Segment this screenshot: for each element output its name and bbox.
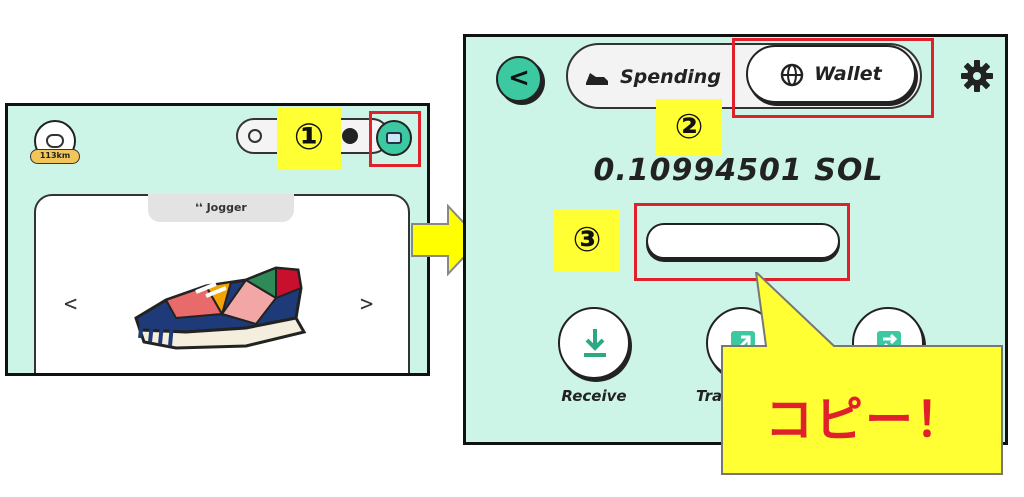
next-sneaker-button[interactable]: > [360, 292, 374, 317]
cat-face-icon [46, 134, 64, 148]
receive-label: Receive [561, 387, 627, 405]
back-button[interactable]: < [496, 56, 542, 102]
gear-icon[interactable] [960, 59, 994, 93]
wallet-address-copy-field[interactable] [646, 223, 840, 259]
download-icon [584, 329, 606, 357]
highlight-box-2 [732, 38, 934, 118]
wallet-screen: < Spending Wallet ② 0.10994501 SOL ③ [463, 34, 1008, 445]
distance-badge: 113km [30, 149, 80, 164]
app-home-screen: 113km ① ❛❛ Jogger < > [5, 103, 430, 376]
tab-spending[interactable]: Spending [584, 55, 734, 99]
tab-wallet-label: Wallet [814, 63, 882, 85]
shoe-type-tag: ❛❛ Jogger [148, 194, 294, 222]
wallet-balance: 0.10994501 SOL [593, 153, 884, 188]
running-shoe-icon [586, 72, 608, 85]
shoe-type-label: Jogger [206, 201, 247, 214]
globe-icon [781, 63, 804, 86]
transfer-label: Tra [696, 387, 723, 405]
tab-wallet[interactable]: Wallet [746, 45, 916, 103]
receive-button[interactable] [558, 307, 630, 379]
step-marker-3: ③ [554, 209, 620, 271]
tab-spending-label: Spending [620, 66, 721, 88]
speech-bubble-callout [721, 272, 1003, 475]
step-marker-1: ① [277, 107, 341, 169]
gmt-icon [342, 128, 358, 144]
callout-text: コピー！ [764, 392, 965, 448]
wallet-button[interactable] [376, 120, 412, 156]
highlight-box-1 [369, 111, 421, 167]
back-arrow-icon: < [508, 63, 530, 93]
footprints-icon: ❛❛ [195, 201, 207, 214]
prev-sneaker-button[interactable]: < [64, 292, 78, 317]
step-marker-2: ② [656, 99, 722, 155]
sneaker-image [134, 266, 307, 350]
gst-icon [248, 129, 262, 143]
highlight-box-3 [634, 203, 850, 281]
wallet-icon [386, 132, 402, 144]
